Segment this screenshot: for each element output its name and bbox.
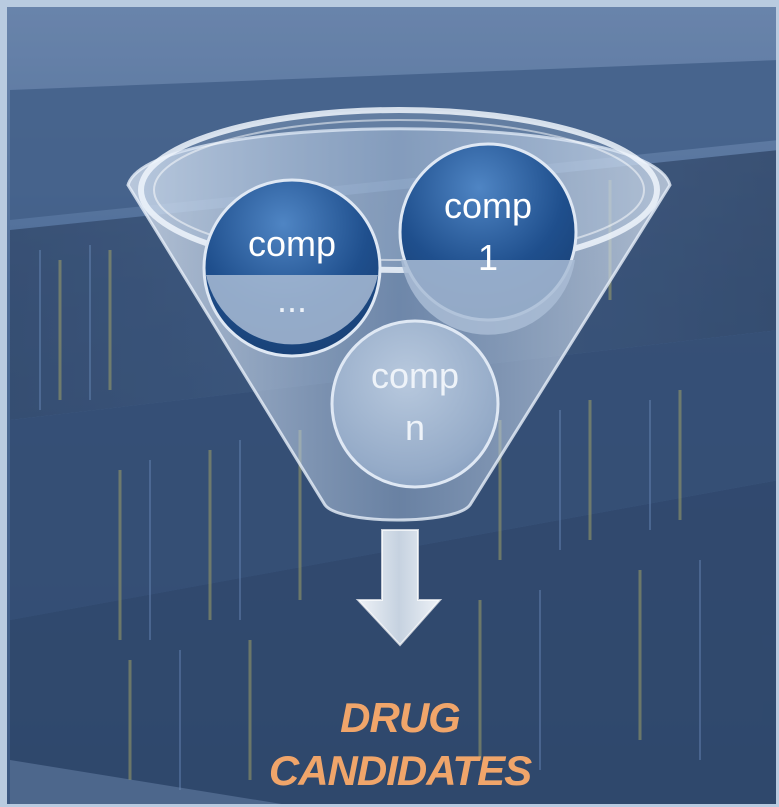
bubble-right-label-line1: comp xyxy=(444,185,532,226)
bubble-left-label-line1: comp xyxy=(248,223,336,264)
bubble-comp-n: comp n xyxy=(330,319,500,489)
caption-line2: CANDIDATES xyxy=(269,747,532,794)
bubble-comp-ellipsis: comp ... xyxy=(202,178,382,358)
caption-line1: DRUG xyxy=(340,694,460,741)
down-arrow-icon xyxy=(355,529,443,647)
bubble-left-label-line2: ... xyxy=(277,279,307,320)
bubble-bottom-label-line1: comp xyxy=(371,355,459,396)
bubble-comp-1: comp 1 xyxy=(398,142,578,335)
bubble-bottom-label-line2: n xyxy=(405,407,425,448)
bubble-right-label-line2: 1 xyxy=(478,237,498,278)
